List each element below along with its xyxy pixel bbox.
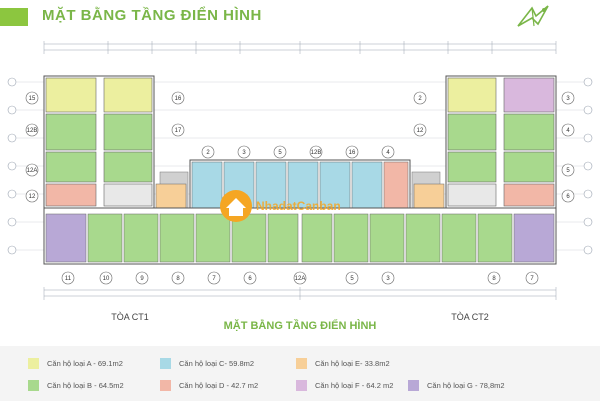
legend-item: Căn hộ loại A - 69.1m2 [28,356,123,370]
svg-text:17: 17 [175,128,182,134]
unit-badge: 6 [243,271,257,285]
svg-text:8: 8 [492,276,496,282]
legend-swatch [28,379,39,391]
svg-text:16: 16 [349,150,356,156]
unit-badge: 2 [201,145,215,159]
unit-badge: 12A [293,271,307,285]
svg-text:6: 6 [248,276,252,282]
svg-text:2: 2 [206,150,210,156]
house-watermark-icon [220,190,252,222]
unit-badge: 17 [171,123,185,137]
legend: Căn hộ loại A - 69.1m2 Căn hộ loại C- 59… [0,346,600,401]
svg-text:10: 10 [103,276,110,282]
svg-text:16: 16 [175,96,182,102]
svg-text:7: 7 [212,276,216,282]
svg-text:8: 8 [176,276,180,282]
unit-badge: 11 [61,271,75,285]
svg-text:4: 4 [566,128,570,134]
legend-item: Căn hộ loại E- 33.8m2 [296,356,390,370]
legend-label: Căn hộ loại D - 42.7 m2 [179,380,259,390]
unit-badge: 12A [25,163,39,177]
legend-swatch [160,357,171,369]
unit-badge: 3 [381,271,395,285]
plan-subtitle: MẶT BẰNG TẦNG ĐIỂN HÌNH [223,320,377,332]
svg-text:11: 11 [65,276,72,282]
svg-text:7: 7 [530,276,534,282]
svg-text:4: 4 [386,150,390,156]
unit-badge: 4 [561,123,575,137]
svg-text:5: 5 [278,150,282,156]
svg-text:12A: 12A [295,276,306,282]
legend-swatch [296,379,307,391]
legend-swatch [296,357,307,369]
legend-item: Căn hộ loại G - 78,8m2 [408,378,505,392]
unit-badge: 5 [273,145,287,159]
unit-badge: 2 [413,91,427,105]
legend-item: Căn hộ loại F - 64.2 m2 [296,378,393,392]
legend-label: Căn hộ loại E- 33.8m2 [315,358,390,368]
svg-text:12B: 12B [311,150,322,156]
legend-item: Căn hộ loại C- 59.8m2 [160,356,254,370]
leaf-logo-icon [517,5,549,27]
legend-swatch [160,379,171,391]
legend-label: Căn hộ loại B - 64.5m2 [47,380,124,390]
unit-badge: 7 [525,271,539,285]
svg-text:2: 2 [418,96,422,102]
svg-text:5: 5 [350,276,354,282]
unit-badge: 12 [25,189,39,203]
ct1-wing [43,75,155,209]
svg-text:12: 12 [29,194,36,200]
page-header: MẶT BẰNG TẦNG ĐIỂN HÌNH [0,0,600,32]
unit-badge: 8 [487,271,501,285]
top-dimension-lines [43,41,557,54]
svg-text:3: 3 [242,150,246,156]
unit-badge: 16 [345,145,359,159]
page-title: MẶT BẰNG TẦNG ĐIỂN HÌNH [42,7,262,24]
unit-badge: 12B [309,145,323,159]
legend-item: Căn hộ loại B - 64.5m2 [28,378,124,392]
unit-badge: 10 [99,271,113,285]
unit-badge: 5 [345,271,359,285]
watermark-text: NhadatCanban [256,199,341,213]
ct2-wing [445,75,557,209]
bottom-dimension-lines [43,287,557,300]
legend-label: Căn hộ loại F - 64.2 m2 [315,380,394,390]
unit-badge: 3 [237,145,251,159]
legend-item: Căn hộ loại D - 42.7 m2 [160,378,258,392]
unit-badge: 15 [25,91,39,105]
svg-text:12: 12 [417,128,424,134]
svg-text:15: 15 [29,96,36,102]
unit-badge: 16 [171,91,185,105]
bottom-wing [43,207,557,265]
unit-badge: 4 [381,145,395,159]
legend-label: Căn hộ loại A - 69.1m2 [47,358,123,368]
header-accent-bar [0,8,28,26]
unit-badge: 5 [561,163,575,177]
legend-label: Căn hộ loại G - 78,8m2 [427,380,505,390]
unit-badge: 6 [561,189,575,203]
svg-text:12A: 12A [27,168,38,174]
legend-swatch [28,357,39,369]
svg-text:5: 5 [566,168,570,174]
unit-badge: 7 [207,271,221,285]
floor-plan: 15 12B 12A 12 16 17 2 12 3 4 5 6 2 3 5 1… [7,41,593,322]
tower-label-ct1: TÒA CT1 [111,312,149,322]
svg-text:12B: 12B [27,128,38,134]
unit-badge: 12B [25,123,39,137]
unit-badge: 9 [135,271,149,285]
svg-text:3: 3 [566,96,570,102]
svg-text:3: 3 [386,276,390,282]
legend-swatch [408,379,419,391]
unit-badge: 12 [413,123,427,137]
svg-text:9: 9 [140,276,144,282]
tower-label-ct2: TÒA CT2 [451,312,489,322]
unit-badge: 3 [561,91,575,105]
central-block [155,159,445,211]
svg-text:6: 6 [566,194,570,200]
unit-badge: 8 [171,271,185,285]
legend-label: Căn hộ loại C- 59.8m2 [179,358,255,368]
